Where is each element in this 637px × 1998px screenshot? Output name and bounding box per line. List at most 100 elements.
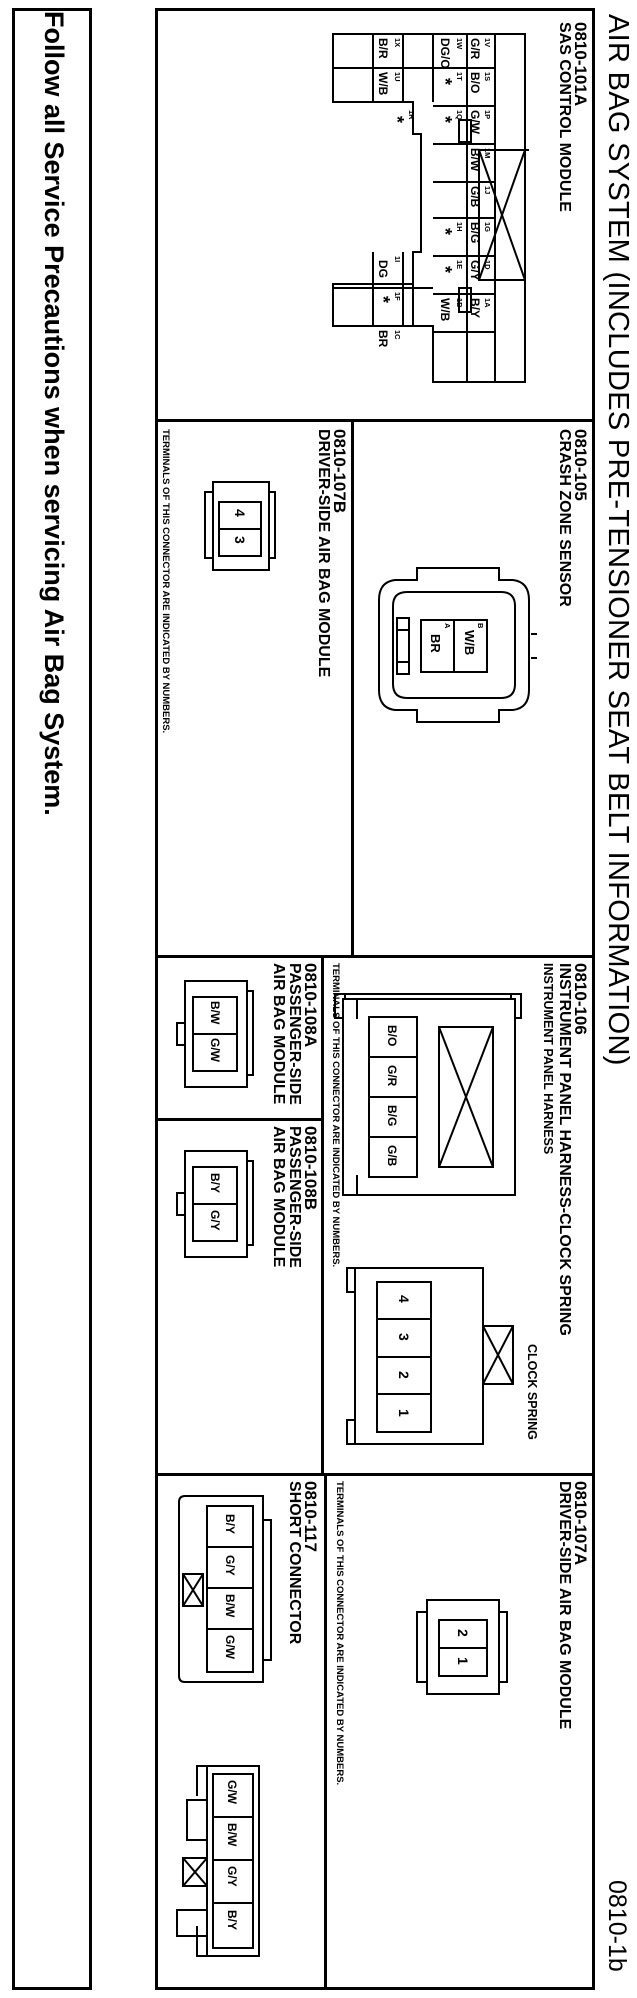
wire-color: B/R — [376, 38, 390, 59]
pin-label: 1R — [407, 110, 416, 120]
pin-number: 1 — [396, 1409, 412, 1417]
wire-color: B/W — [225, 1823, 239, 1847]
connector-name-line1: PASSENGER-SIDE — [286, 963, 303, 1105]
pin-label: 1X — [393, 38, 402, 47]
connector-name-line1: PASSENGER-SIDE — [286, 1126, 303, 1268]
pin-label: 1S — [483, 72, 492, 81]
pin-label: 1A — [483, 298, 492, 308]
clock-spring-label: CLOCK SPRING — [525, 1344, 539, 1440]
connector-code: 0810-107B — [330, 429, 349, 514]
wire-color: G/W — [208, 1038, 222, 1063]
connector-name-line2: AIR BAG MODULE — [270, 963, 287, 1105]
connector-name: INSTRUMENT PANEL HARNESS-CLOCK SPRING — [556, 963, 573, 1336]
pin-number: 1 — [455, 1657, 471, 1665]
wire-color: G/R — [468, 38, 482, 60]
connector-name: CRASH ZONE SENSOR — [556, 429, 573, 607]
wire-color: G/Y — [468, 260, 482, 281]
connector-name: DRIVER-SIDE AIR BAG MODULE — [315, 429, 332, 678]
connector-code: 0810-117 — [301, 1481, 320, 1552]
wire-color: B/O — [468, 72, 482, 93]
pin-label: 1V — [483, 38, 492, 47]
wire-color: B/Y — [223, 1514, 237, 1534]
clock-spring-connector-diagram: 4 3 2 1 — [346, 1267, 514, 1445]
wire-color: B/G — [468, 222, 482, 243]
wire-color: B/W — [223, 1594, 237, 1618]
connector-code: 0810-108A — [301, 963, 320, 1048]
pin-label: 1T — [455, 72, 464, 81]
pin-label: 1B — [455, 298, 464, 308]
passenger-airbag-108b-diagram: B/Y G/Y — [176, 1150, 254, 1258]
wire-color: B/W — [208, 1001, 222, 1025]
connector-code: 0810-106 — [571, 963, 590, 1035]
driver-airbag-107a-diagram: 2 1 — [416, 1599, 508, 1695]
wire-color: * — [435, 78, 455, 85]
pin-label: 1D — [483, 260, 492, 270]
pin-label: 1M — [483, 148, 492, 158]
pin-label: B — [476, 623, 485, 629]
pin-label: 1P — [483, 110, 492, 119]
pin-label: 1H — [455, 222, 464, 232]
pin-number: 2 — [396, 1371, 412, 1379]
sas-connector-diagram: 1V 1S 1P 1M 1J 1G 1D 1A G/R B/O G/W B/W … — [332, 33, 529, 383]
short-connector-left-diagram: B/Y G/Y B/W G/W — [178, 1495, 272, 1683]
wire-color: * — [373, 296, 393, 303]
service-precaution-text: Follow all Service Precautions when serv… — [39, 11, 69, 816]
connector-code: 0810-108B — [301, 1126, 320, 1211]
wire-color: * — [435, 116, 455, 123]
wire-color: BR — [428, 634, 443, 653]
pin-number: 4 — [232, 509, 248, 517]
terminals-note: TERMINALS OF THIS CONNECTOR ARE INDICATE… — [330, 963, 341, 1268]
connector-name: DRIVER-SIDE AIR BAG MODULE — [556, 1481, 573, 1730]
page-number: 0810-1b — [603, 1880, 631, 1972]
wire-color: G/W — [223, 1635, 237, 1660]
connector-name: SHORT CONNECTOR — [286, 1481, 303, 1645]
wire-color: G/B — [468, 186, 482, 208]
connector-code: 0810-105 — [571, 429, 590, 501]
pin-label: 1W — [455, 38, 464, 50]
wire-color: G/Y — [208, 1210, 222, 1231]
wire-color: G/W — [225, 1780, 239, 1805]
wire-color: B/Y — [225, 1910, 239, 1930]
harness-label: INSTRUMENT PANEL HARNESS — [541, 963, 555, 1155]
connector-code: 0810-107A — [571, 1481, 590, 1566]
wire-color: G/B — [385, 1145, 399, 1167]
pin-label: 1J — [483, 186, 492, 194]
wire-color: G/R — [385, 1065, 399, 1087]
wire-color: B/Y — [208, 1173, 222, 1193]
crash-sensor-connector-diagram: B A W/B BR — [378, 567, 537, 723]
pin-label: A — [443, 623, 452, 629]
pin-label: 1Q — [455, 110, 464, 120]
harness-connector-cells: B/O G/R B/G G/B — [342, 998, 516, 1196]
wire-color: G/W — [468, 110, 482, 135]
driver-airbag-107b-diagram: 4 3 — [204, 481, 276, 571]
wire-color: B/W — [468, 148, 482, 172]
wire-color: G/Y — [225, 1866, 239, 1887]
wire-color: W/B — [462, 630, 477, 655]
pin-number: 4 — [396, 1295, 412, 1303]
service-precaution-box: Follow all Service Precautions when serv… — [12, 8, 92, 1990]
wire-color: DG/O — [438, 38, 452, 69]
wire-color: G/Y — [223, 1555, 237, 1576]
page-title: AIR BAG SYSTEM (INCLUDES PRE-TENSIONER S… — [602, 14, 634, 1066]
passenger-airbag-108a-diagram: B/W G/W — [176, 980, 254, 1088]
wire-color: B/O — [385, 1025, 399, 1046]
wire-color: B/G — [385, 1105, 399, 1126]
wire-color: DG — [376, 260, 390, 278]
connector-code: 0810-101A — [571, 22, 590, 107]
terminals-note: TERMINALS OF THIS CONNECTOR ARE INDICATE… — [334, 1481, 345, 1786]
wire-color: W/B — [438, 298, 452, 322]
pin-label: 1C — [393, 330, 402, 340]
wire-color: B/Y — [468, 298, 482, 318]
pin-label: 1I — [393, 256, 402, 262]
connector-name: SAS CONTROL MODULE — [556, 22, 573, 212]
pin-label: 1U — [393, 72, 402, 82]
short-connector-right-diagram: G/W B/W G/Y B/Y — [176, 1765, 260, 1957]
wire-color: * — [435, 228, 455, 235]
wire-color: W/B — [376, 72, 390, 96]
pin-label: 1F — [393, 292, 402, 301]
pin-number: 2 — [455, 1629, 471, 1637]
wire-color: * — [435, 266, 455, 273]
terminals-note: TERMINALS OF THIS CONNECTOR ARE INDICATE… — [160, 429, 171, 734]
wire-color: * — [387, 116, 407, 123]
wire-color: BR — [376, 330, 390, 348]
